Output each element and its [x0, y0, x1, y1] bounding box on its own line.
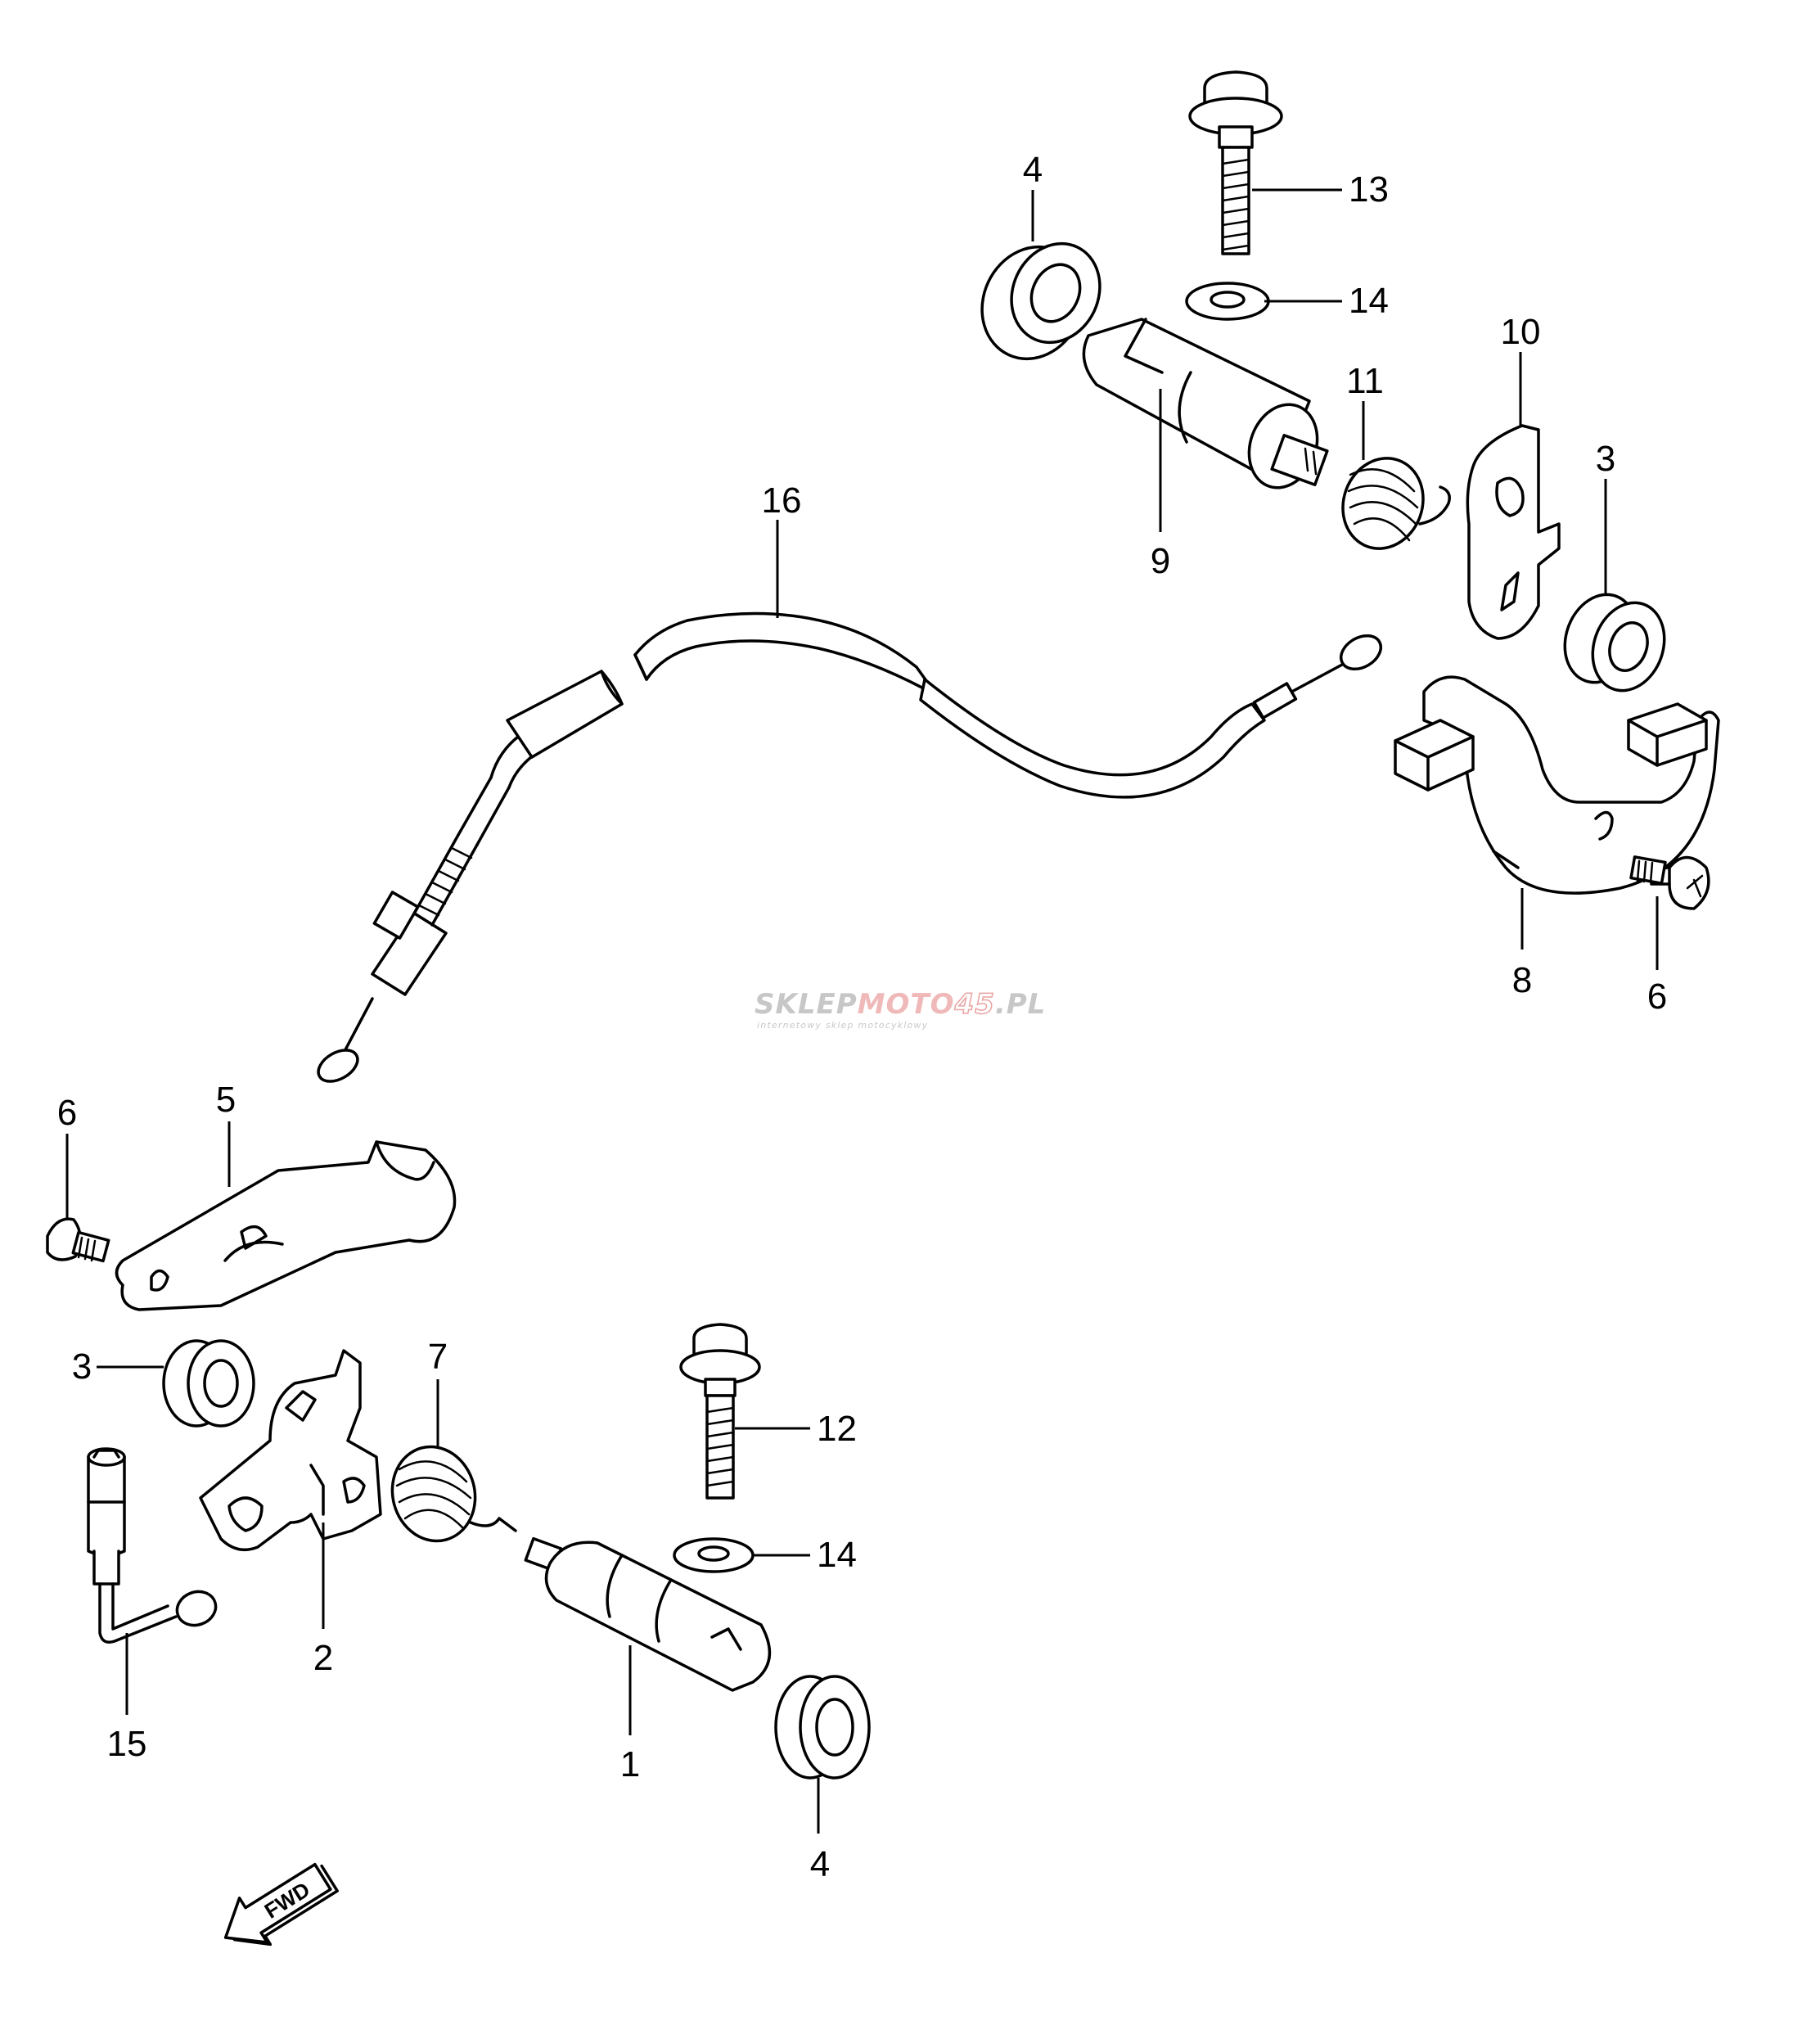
- callout-6-right: 6: [1647, 977, 1667, 1017]
- callout-12: 12: [817, 1409, 857, 1449]
- callout-9: 10: [1501, 312, 1541, 352]
- callout-8: 9: [1151, 541, 1170, 581]
- watermark-brand-sklep: SKLEP: [755, 988, 858, 1021]
- watermark-tagline: internetowy sklep motocyklowy: [757, 1020, 928, 1031]
- callout-11: 11: [1346, 361, 1384, 401]
- part-11-spring: [1341, 457, 1451, 550]
- part-5-lever: [115, 1140, 457, 1311]
- part-12-bolt: [679, 1323, 761, 1500]
- callout-6-left: 6: [57, 1093, 77, 1133]
- forward-arrow-icon: [223, 1862, 332, 1944]
- part-14-washer-bottom: [673, 1537, 755, 1573]
- callout-5: 5: [216, 1080, 236, 1120]
- part-4-seal-top: [980, 241, 1101, 361]
- part-2-lever: [199, 1349, 382, 1552]
- callout-7: 7: [428, 1337, 448, 1377]
- part-16-cable: [317, 611, 1382, 1083]
- part-6-screw-left: [46, 1217, 110, 1263]
- callout-4-bottom: 4: [810, 1844, 830, 1884]
- callout-3-right: 3: [1596, 439, 1615, 479]
- part-6-screw-right: [1629, 855, 1710, 910]
- callout-13: 13: [1349, 169, 1389, 210]
- part-9-lever: [1466, 424, 1561, 640]
- callout-4-top: 4: [1023, 150, 1043, 190]
- callout-10: 8: [1512, 960, 1532, 1000]
- part-4-seal-bottom: [774, 1675, 871, 1780]
- callout-15: 15: [107, 1724, 147, 1764]
- callout-14-bottom: 14: [817, 1535, 857, 1575]
- callouts: 4 13 14 10 11 3 9 16 8 6 5 6 3 2 7 12 14…: [57, 150, 1667, 1884]
- callout-1: 1: [620, 1744, 640, 1784]
- part-14-washer-top: [1185, 282, 1270, 321]
- part-7-spring: [390, 1445, 517, 1543]
- part-15-switch: [87, 1447, 218, 1644]
- part-3-bushing-right: [1563, 593, 1666, 692]
- part-3-bushing-left: [162, 1339, 255, 1428]
- part-10-bracket: [1394, 675, 1720, 895]
- watermark-brand-moto: MOTO: [858, 988, 955, 1021]
- callout-16: 16: [762, 480, 802, 521]
- callout-14-top: 14: [1349, 281, 1389, 321]
- part-1-shaft: [524, 1536, 772, 1692]
- watermark-brand-45: 45: [954, 988, 995, 1021]
- watermark-brand-pl: .PL: [995, 988, 1047, 1021]
- fwd-marker: FWD: [223, 1862, 339, 1947]
- leader-lines: [65, 188, 1659, 1834]
- part-8-shaft: [1082, 318, 1329, 489]
- callout-3-left: 3: [72, 1347, 92, 1387]
- part-13-bolt: [1188, 70, 1283, 255]
- watermark: SKLEPMOTO45.PL internetowy sklep motocyk…: [755, 987, 1046, 1031]
- svg-text:SKLEPMOTO45.PL: SKLEPMOTO45.PL: [755, 988, 1046, 1021]
- callout-2: 2: [313, 1638, 333, 1678]
